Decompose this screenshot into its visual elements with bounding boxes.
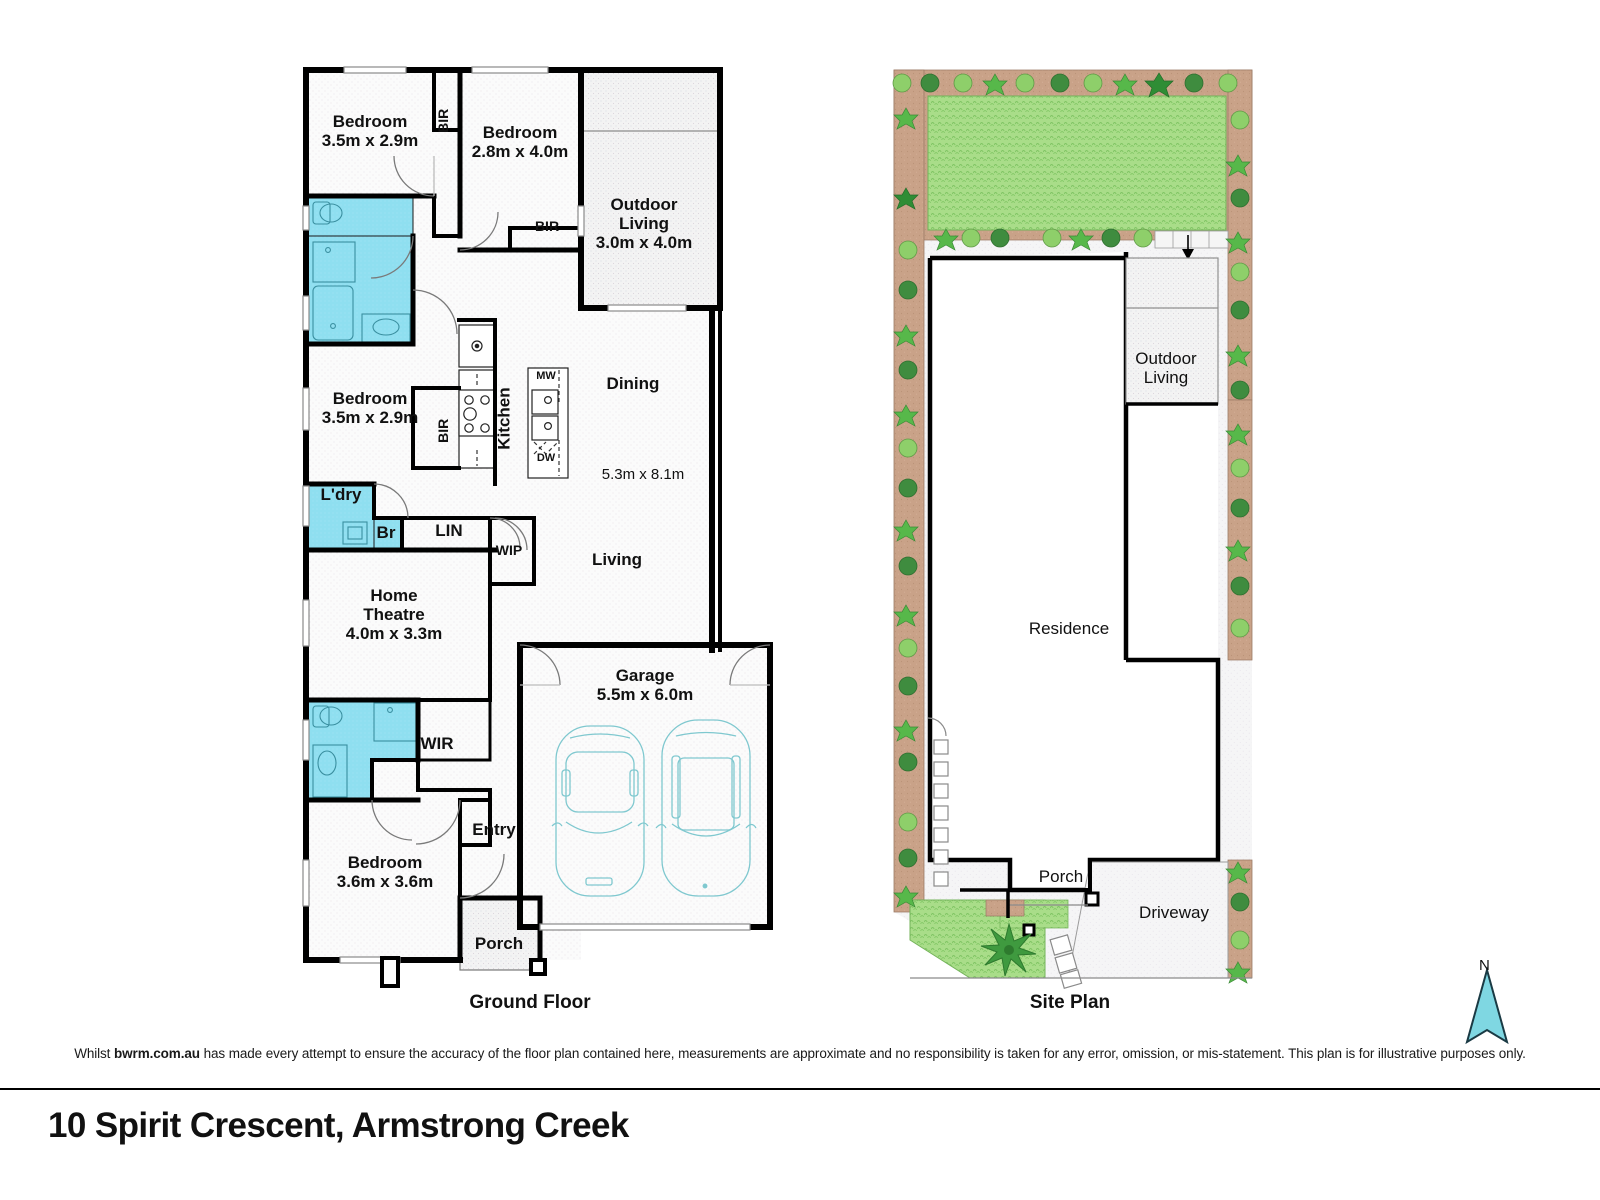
title-divider: [0, 1088, 1600, 1090]
shrubs: [892, 72, 1251, 984]
page-title: 10 Spirit Crescent, Armstrong Creek: [48, 1106, 629, 1145]
wet-areas: [307, 195, 419, 801]
side-door: [927, 717, 947, 737]
compass-north-label: N: [1479, 957, 1490, 974]
garage-cars: [551, 719, 757, 897]
windows: [302, 66, 751, 964]
rear-lawn: [927, 95, 1227, 231]
disclaimer-text: Whilst bwrm.com.au has made every attemp…: [40, 1046, 1560, 1061]
site-plan-drawing: [892, 69, 1253, 989]
walls: [303, 67, 773, 973]
caption-ground-floor: Ground Floor: [469, 992, 591, 1013]
outdoor-living-area: [580, 69, 721, 309]
porch-piers: [380, 956, 400, 988]
disclaimer-prefix: Whilst: [74, 1046, 114, 1061]
rear-paving: [1154, 230, 1229, 249]
front-garden-bed: [985, 899, 1025, 917]
site-outdoor-living: [1125, 257, 1219, 406]
disclaimer-suffix: has made every attempt to ensure the acc…: [199, 1046, 1526, 1061]
caption-site-plan: Site Plan: [1029, 992, 1111, 1013]
ground-floor-plan: [302, 66, 773, 988]
doors: [370, 155, 771, 899]
kitchen-joinery: [458, 324, 569, 479]
site-porch: [960, 860, 1100, 937]
porch-post: [529, 958, 547, 976]
side-path: [933, 739, 949, 887]
entry-arrow: [1182, 235, 1194, 260]
entry-stones: [1049, 934, 1083, 989]
north-compass-icon: [1465, 966, 1509, 1045]
front-tree: [980, 922, 1037, 977]
disclaimer-brand: bwrm.com.au: [114, 1046, 200, 1061]
